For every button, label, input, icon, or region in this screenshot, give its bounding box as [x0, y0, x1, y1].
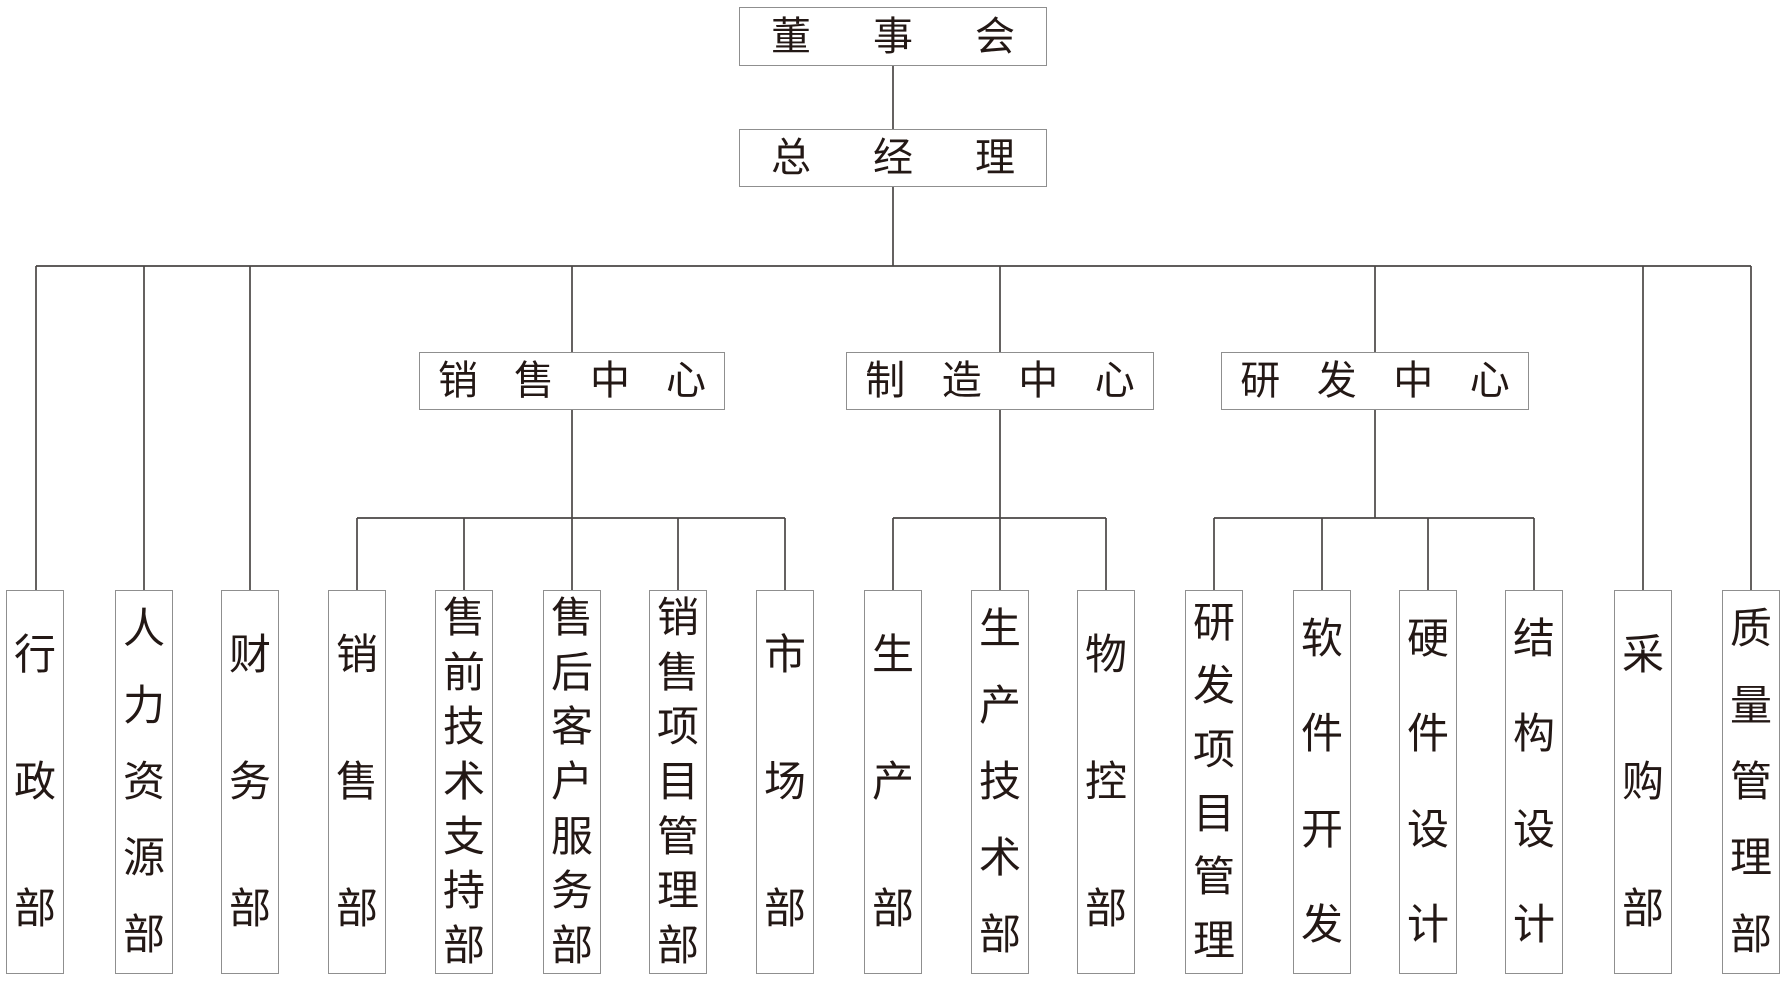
manufacturing-center-box: 制造中心 [846, 352, 1154, 410]
dept-box-production: 生产部 [864, 590, 922, 974]
general-manager-box: 总经理 [739, 129, 1047, 187]
sales-center-box: 销售中心 [419, 352, 725, 410]
dept-box-sales-project-management: 销售项目管理部 [649, 590, 707, 974]
dept-box-material-control: 物控部 [1077, 590, 1135, 974]
rnd-center-box: 研发中心 [1221, 352, 1529, 410]
dept-box-presales-tech-support: 售前技术支持部 [435, 590, 493, 974]
dept-box-marketing: 市场部 [756, 590, 814, 974]
dept-box-structural-design: 结构设计 [1505, 590, 1563, 974]
dept-box-rnd-project-management: 研发项目管理 [1185, 590, 1243, 974]
dept-box-human-resources: 人力资源部 [115, 590, 173, 974]
dept-box-production-technology: 生产技术部 [971, 590, 1029, 974]
dept-box-administration: 行政部 [6, 590, 64, 974]
dept-box-quality-management: 质量管理部 [1722, 590, 1780, 974]
dept-box-aftersales-customer-service: 售后客户服务部 [543, 590, 601, 974]
dept-box-finance: 财务部 [221, 590, 279, 974]
board-box: 董事会 [739, 7, 1047, 66]
dept-box-software-development: 软件开发 [1293, 590, 1351, 974]
dept-box-hardware-design: 硬件设计 [1399, 590, 1457, 974]
dept-box-sales: 销售部 [328, 590, 386, 974]
dept-box-procurement: 采购部 [1614, 590, 1672, 974]
